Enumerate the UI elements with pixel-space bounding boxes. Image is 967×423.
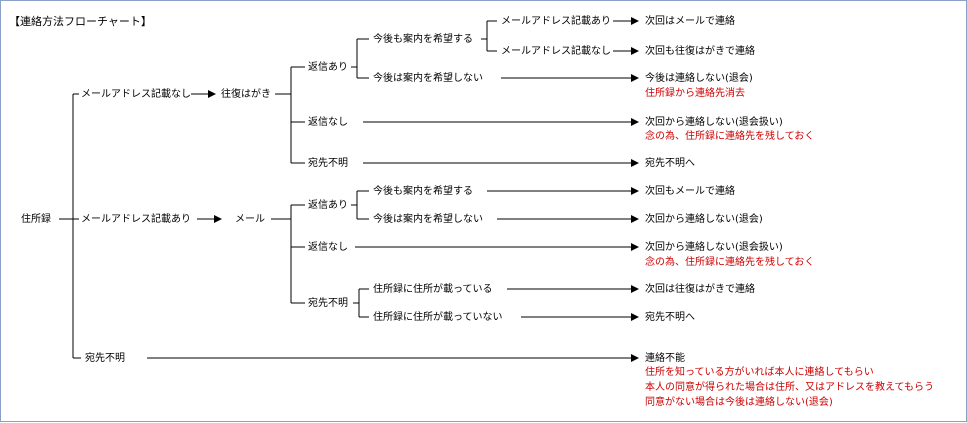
node-em-unknown: 宛先不明 (308, 296, 348, 309)
outcome-no-reply-pc: 次回から連絡しない(退会扱い) (645, 115, 783, 128)
outcome-unreachable: 連絡不能 (645, 351, 685, 364)
outcome-postcard-next: 次回は往復はがきで連絡 (645, 282, 755, 295)
arrow (363, 118, 639, 126)
node-email: メール (235, 214, 265, 225)
outcome-unreachable-note-3: 同意がない場合は今後は連絡しない(退会) (645, 395, 833, 408)
node-em-addr-not-listed: 住所録に住所が載っていない (373, 310, 503, 323)
arrow (507, 285, 639, 293)
outcome-next-email-again: 次回もメールで連絡 (645, 184, 735, 197)
arrow (197, 215, 222, 223)
chart-title: 【連絡方法フローチャート】 (9, 14, 152, 28)
arrow (613, 47, 639, 55)
arrow (613, 17, 639, 25)
outcome-unreachable-note-2: 本人の同意が得られた場合は住所、又はアドレスを教えてもらう (645, 380, 934, 393)
node-em-wish-stop: 今後は案内を希望しない (373, 212, 483, 225)
arrow (147, 354, 639, 362)
arrow (191, 90, 216, 98)
arrow (487, 187, 639, 195)
node-em-no-reply: 返信なし (308, 241, 348, 253)
outcome-no-contact-pc: 今後は連絡しない(退会) (645, 71, 753, 84)
node-has-email: メールアドレス記載あり (81, 212, 191, 225)
node-pc-email-present: メールアドレス記載あり (501, 14, 611, 27)
arrow (521, 313, 639, 321)
node-pc-email-absent: メールアドレス記載なし (501, 44, 611, 57)
node-pc-wish-stop: 今後は案内を希望しない (373, 71, 483, 84)
node-root: 住所録 (21, 212, 51, 225)
flow-arrows (147, 17, 639, 362)
node-em-wish-continue: 今後も案内を希望する (373, 184, 473, 197)
node-em-addr-listed: 住所録に住所が載っている (373, 282, 493, 295)
arrow (363, 159, 639, 167)
node-unknown: 宛先不明 (85, 351, 125, 364)
arrow (355, 243, 639, 251)
outcome-next-by-email: 次回はメールで連絡 (645, 14, 735, 27)
outcome-unreachable-note-1: 住所を知っている方がいれば本人に連絡してもらい (645, 365, 874, 378)
outcome-no-contact-pc-note: 住所録から連絡先消去 (645, 86, 745, 99)
outcome-no-reply-em: 次回から連絡しない(退会扱い) (645, 240, 783, 253)
node-no-email: メールアドレス記載なし (81, 87, 191, 100)
node-pc-no-reply: 返信なし (308, 116, 348, 128)
outcome-unknown-em: 宛先不明へ (645, 310, 695, 323)
arrow (501, 74, 639, 82)
node-postcard: 往復はがき (221, 87, 271, 100)
arrow (497, 215, 639, 223)
outcome-next-by-postcard: 次回も往復はがきで連絡 (645, 44, 755, 57)
outcome-no-contact-em: 次回から連絡しない(退会) (645, 212, 763, 225)
node-em-replied: 返信あり (308, 199, 348, 211)
outcome-unknown-pc: 宛先不明へ (645, 156, 695, 169)
node-pc-replied: 返信あり (308, 61, 348, 73)
node-pc-unknown: 宛先不明 (308, 156, 348, 169)
node-pc-wish-continue: 今後も案内を希望する (373, 32, 473, 45)
outcome-no-reply-em-note: 念の為、住所録に連絡先を残しておく (645, 255, 814, 268)
outcome-no-reply-pc-note: 念の為、住所録に連絡先を残しておく (645, 129, 814, 142)
